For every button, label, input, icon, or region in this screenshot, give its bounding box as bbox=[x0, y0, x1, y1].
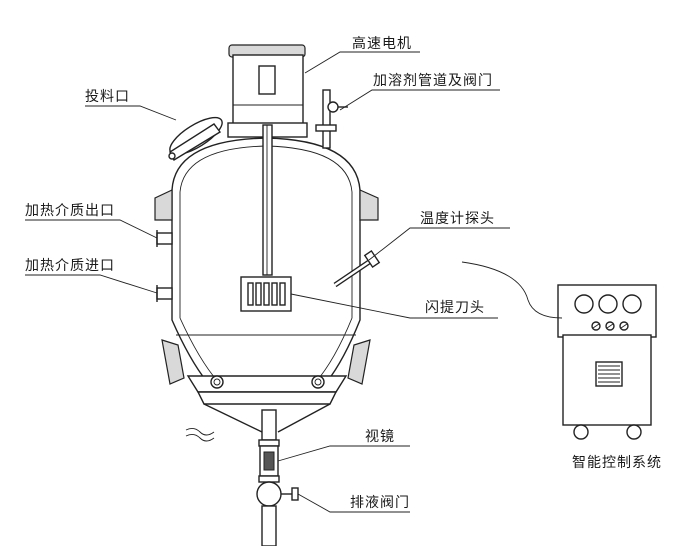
label-blade: 闪提刀头 bbox=[425, 300, 485, 316]
blade-slot bbox=[271, 282, 278, 306]
label-temp-probe: 温度计探头 bbox=[420, 211, 495, 227]
motor bbox=[227, 44, 308, 138]
feed-port bbox=[168, 116, 223, 161]
right-leg-clamp bbox=[347, 339, 371, 385]
gauge-3 bbox=[622, 294, 642, 314]
label-heat-inlet: 加热介质进口 bbox=[25, 258, 115, 274]
temperature-probe bbox=[333, 249, 381, 288]
left-lug bbox=[154, 189, 173, 221]
left-leg-clamp bbox=[161, 339, 185, 385]
label-sight-glass: 视镜 bbox=[365, 429, 395, 445]
heat-outlet-nozzle bbox=[156, 232, 173, 245]
solvent-pipe bbox=[315, 89, 348, 149]
stirring-shaft bbox=[262, 124, 273, 276]
support-lugs bbox=[154, 189, 379, 221]
solvent-pipe-tube bbox=[322, 89, 331, 149]
wheel-left bbox=[573, 424, 589, 440]
knob-1-mark bbox=[592, 323, 600, 329]
pivot-left bbox=[210, 375, 224, 389]
frame-lower bbox=[196, 391, 338, 405]
drain-neck bbox=[261, 409, 277, 441]
drain-assembly bbox=[256, 409, 299, 546]
leader-drain bbox=[297, 493, 410, 513]
motor-plate bbox=[258, 65, 276, 95]
pivot-right-inner bbox=[314, 378, 322, 386]
drain-flange bbox=[258, 439, 280, 447]
bottom-frame bbox=[161, 339, 371, 442]
label-control-system: 智能控制系统 bbox=[572, 455, 662, 471]
tank-inner-shell bbox=[179, 145, 353, 385]
blade-slot bbox=[247, 282, 254, 306]
leader-blade bbox=[290, 293, 498, 319]
label-motor: 高速电机 bbox=[352, 36, 412, 52]
gauge-2 bbox=[598, 294, 618, 314]
solvent-pipe-flange bbox=[315, 124, 337, 132]
probe-rod-inner bbox=[334, 258, 373, 287]
hose-2 bbox=[185, 433, 215, 442]
feed-port-hinge bbox=[168, 152, 176, 160]
heating-nozzles bbox=[156, 230, 173, 302]
leader-feed bbox=[85, 105, 177, 121]
blade-slot bbox=[279, 282, 286, 306]
control-cabinet bbox=[557, 284, 657, 440]
drain-valve-handle bbox=[291, 487, 299, 501]
sight-glass-window bbox=[263, 451, 275, 471]
drain-valve-body bbox=[256, 481, 282, 507]
label-feed-port: 投料口 bbox=[85, 89, 130, 105]
blade-slot bbox=[263, 282, 270, 306]
shaft bbox=[262, 124, 273, 276]
wheel-right bbox=[626, 424, 642, 440]
leader-lines bbox=[25, 51, 510, 513]
knob-2-mark bbox=[606, 323, 614, 329]
strut-right bbox=[277, 403, 331, 433]
leader-heat-inlet bbox=[25, 274, 158, 294]
leader-temp bbox=[368, 227, 510, 261]
hose bbox=[185, 427, 215, 436]
probe-head bbox=[363, 249, 381, 269]
drain-flange-2 bbox=[258, 475, 280, 483]
right-lug bbox=[359, 189, 379, 221]
gauge-1 bbox=[574, 294, 594, 314]
drain-outlet bbox=[261, 505, 277, 546]
blade-head bbox=[240, 276, 292, 312]
strut-left bbox=[203, 403, 263, 433]
label-heat-outlet: 加热介质出口 bbox=[25, 203, 115, 219]
knob-3-mark bbox=[620, 323, 628, 329]
label-solvent-pipe: 加溶剂管道及阀门 bbox=[373, 73, 493, 89]
heat-inlet-nozzle bbox=[156, 287, 173, 300]
control-cable bbox=[461, 261, 563, 319]
blade-slot bbox=[255, 282, 262, 306]
leader-sight bbox=[277, 445, 410, 462]
pivot-left-inner bbox=[213, 378, 221, 386]
leader-solvent bbox=[339, 89, 500, 111]
leader-motor bbox=[304, 51, 420, 74]
pivot-right bbox=[311, 375, 325, 389]
solvent-valve bbox=[327, 101, 339, 113]
leader-heat-outlet bbox=[25, 219, 158, 239]
label-drain-valve: 排液阀门 bbox=[350, 495, 410, 511]
